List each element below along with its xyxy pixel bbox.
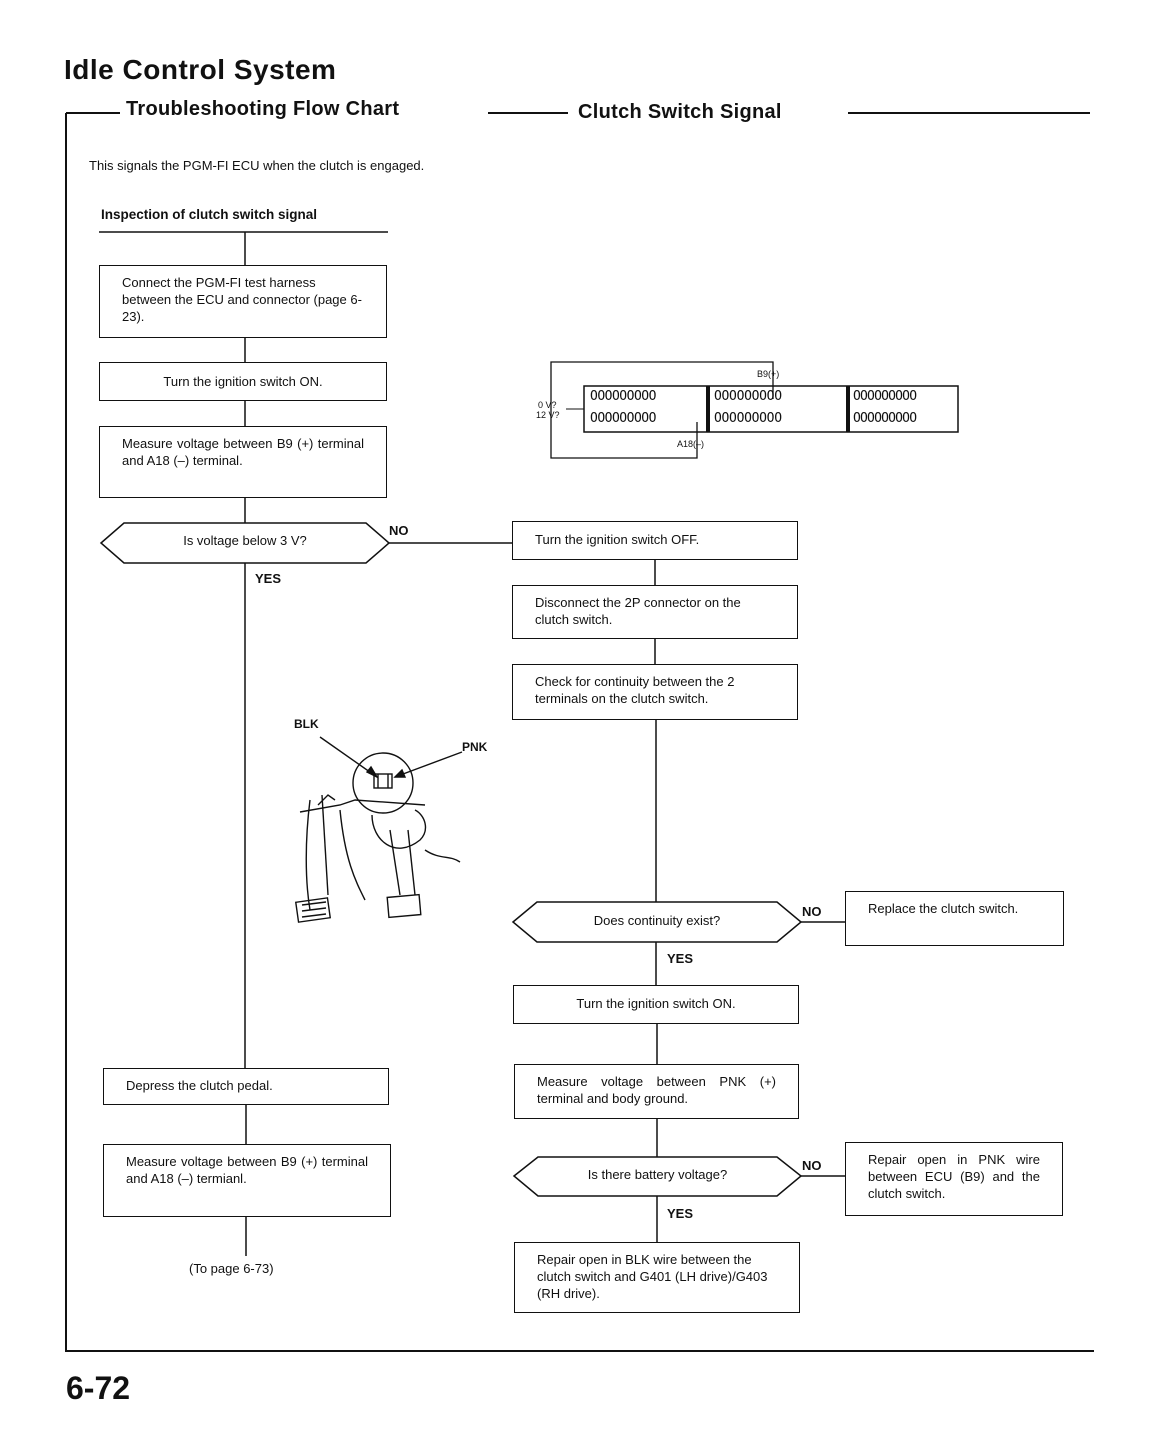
decision-voltage-below-3v: Is voltage below 3 V?: [183, 533, 307, 548]
a18-terminal-label: A18(–): [677, 439, 705, 449]
step-disconnect-2p: Disconnect the 2P connector on the clutc…: [512, 585, 798, 639]
connector-a-row-2: OOOOOOOOO: [590, 411, 656, 426]
flowchart-subtitle: Troubleshooting Flow Chart: [120, 98, 406, 121]
ecu-connector-diagram: [550, 361, 959, 459]
connector-a-row-1: OOOOOOOOO: [590, 389, 656, 404]
step-repair-pnk: Repair open in PNK wire between ECU (B9)…: [845, 1142, 1063, 1216]
decision-1-no-label: NO: [389, 523, 409, 538]
step-check-continuity: Check for continuity between the 2 termi…: [512, 664, 798, 720]
page-number: 6-72: [66, 1370, 131, 1406]
connector-c-row-1: OOOOOOOOO: [853, 389, 917, 404]
b9-terminal-label: B9(+): [757, 369, 780, 379]
blk-wire-label: BLK: [294, 717, 319, 731]
twelve-volt-label: 12 V?: [536, 410, 560, 420]
clutch-pedal-illustration: [294, 736, 463, 923]
step-replace-switch: Replace the clutch switch.: [845, 891, 1064, 946]
step-ignition-on-2: Turn the ignition switch ON.: [513, 985, 799, 1024]
connector-c-row-2: OOOOOOOOO: [853, 411, 917, 426]
section-heading: Inspection of clutch switch signal: [101, 207, 318, 222]
decision-2-yes-label: YES: [667, 951, 694, 966]
connector-b-row-1: OOOOOOOOO: [714, 389, 782, 404]
decision-3-yes-label: YES: [667, 1206, 694, 1221]
zero-volt-label: 0 V?: [538, 400, 557, 410]
step-measure-b9-a18-2: Measure voltage between B9 (+) terminal …: [103, 1144, 391, 1217]
step-repair-blk: Repair open in BLK wire between the clut…: [514, 1242, 800, 1313]
step-measure-pnk: Measure voltage between PNK (+) terminal…: [514, 1064, 799, 1119]
page-title: Idle Control System: [64, 54, 337, 85]
connector-b-row-2: OOOOOOOOO: [714, 411, 782, 426]
step-ignition-off: Turn the ignition switch OFF.: [512, 521, 798, 560]
decision-battery-voltage: Is there battery voltage?: [587, 1167, 728, 1182]
to-page-reference: (To page 6-73): [189, 1261, 274, 1276]
decision-continuity: Does continuity exist?: [593, 913, 721, 928]
step-depress-pedal: Depress the clutch pedal.: [103, 1068, 389, 1105]
intro-text: This signals the PGM-FI ECU when the clu…: [89, 158, 425, 173]
pnk-wire-label: PNK: [462, 740, 488, 754]
step-ignition-on-1: Turn the ignition switch ON.: [99, 362, 387, 401]
decision-2-no-label: NO: [802, 904, 822, 919]
step-connect-harness: Connect the PGM-FI test harness between …: [99, 265, 387, 338]
step-measure-b9-a18-1: Measure voltage between B9 (+) terminal …: [99, 426, 387, 498]
decision-3-no-label: NO: [802, 1158, 822, 1173]
section-subtitle: Clutch Switch Signal: [572, 101, 788, 124]
page-frame: [65, 126, 1094, 1352]
decision-1-yes-label: YES: [255, 571, 282, 586]
